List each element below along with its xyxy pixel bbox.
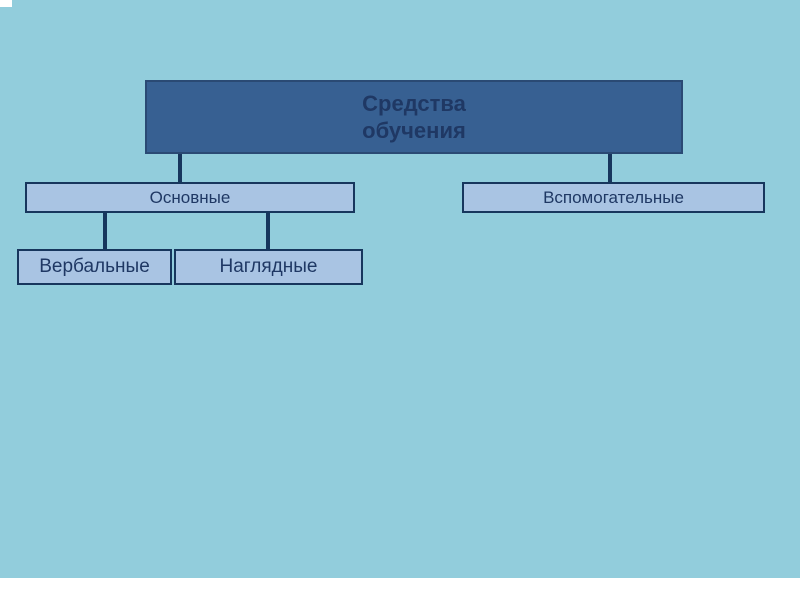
corner-notch: [0, 0, 12, 7]
connector-root-to-vspomogatelnye: [608, 154, 612, 184]
vspomogatelnye-node-label: Вспомогательные: [543, 187, 684, 207]
diagram-node-verbalnye: Вербальные: [17, 249, 172, 285]
naglyadnye-node-label: Наглядные: [219, 256, 318, 277]
connector-osnovnye-to-naglyadnye: [266, 212, 270, 250]
diagram-node-root: Средства обучения: [145, 80, 683, 154]
diagram-node-osnovnye: Основные: [25, 182, 355, 213]
connector-root-to-osnovnye: [178, 154, 182, 184]
diagram-node-vspomogatelnye: Вспомогательные: [462, 182, 765, 213]
diagram-node-naglyadnye: Наглядные: [174, 249, 363, 285]
osnovnye-node-label: Основные: [149, 187, 231, 207]
connector-osnovnye-to-verbalnye: [103, 212, 107, 250]
footer-strip: [0, 578, 800, 600]
verbalnye-node-label: Вербальные: [39, 256, 150, 277]
root-node-label: Средства обучения: [362, 90, 466, 144]
